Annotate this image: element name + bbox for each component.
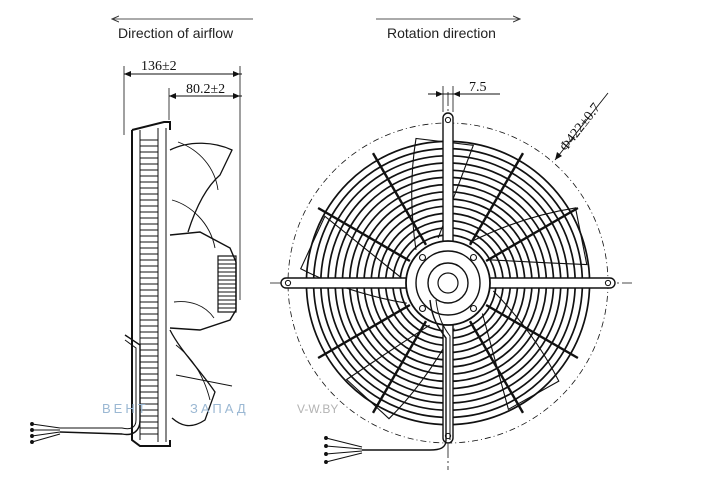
blade-side-lower: [169, 329, 216, 427]
blade-edge: [177, 141, 219, 191]
hub-outer: [405, 240, 491, 326]
guard-spoke: [317, 303, 411, 360]
dim-arrowhead: [436, 91, 443, 97]
hub-bolts: [418, 253, 478, 313]
dim-arrowhead: [555, 152, 562, 160]
blade-edge: [175, 374, 233, 387]
hub-bolt: [418, 253, 427, 262]
cable-wires-side: [30, 422, 61, 444]
watermark: ВЕНТ ЗАПАД V-W.BY: [102, 401, 338, 416]
guard-spoke: [468, 152, 525, 246]
blade-edge: [175, 344, 211, 401]
dim-depth-total: 136±2: [141, 59, 177, 74]
rotation-label: Rotation direction: [387, 25, 496, 41]
blade-edge: [171, 199, 216, 249]
blade-outline: [299, 215, 407, 304]
hub-bolt: [418, 304, 427, 313]
hub-ring: [415, 250, 481, 316]
guard-wire-hatching: [140, 139, 158, 435]
blade-outline: [411, 137, 475, 250]
guard-spoke: [485, 206, 579, 263]
guard-top-bracket: [131, 121, 171, 131]
blade-edge: [173, 301, 215, 319]
dim-arrowhead: [453, 91, 460, 97]
cable-side: [59, 334, 141, 436]
dim-arrowhead: [169, 93, 176, 99]
cable-wires-front: [324, 436, 363, 464]
watermark-brand-a: ВЕНТ: [102, 401, 149, 416]
guard-spoke: [371, 320, 428, 414]
blade-side-upper: [169, 142, 233, 233]
hub-center: [437, 272, 459, 294]
watermark-domain: V-W.BY: [297, 402, 338, 416]
guard-spoke: [485, 303, 579, 360]
blade-outline: [469, 207, 588, 266]
motor-housing: [169, 231, 237, 331]
cable-front-inner: [435, 299, 451, 440]
cable-front: [362, 299, 447, 451]
cable-side-inner: [60, 339, 137, 430]
mounting-hole: [604, 279, 612, 287]
dim-arrowhead: [233, 71, 240, 77]
airflow-indicator: Direction of airflow: [112, 19, 253, 41]
dim-depth-partial: 80.2±2: [186, 82, 225, 97]
rotation-indicator: Rotation direction: [376, 19, 520, 41]
guard-spokes: [317, 152, 579, 414]
guard-spoke: [317, 206, 411, 263]
dim-arrowhead: [124, 71, 131, 77]
motor-fin-lines: [218, 259, 236, 309]
diameter-leader: [554, 92, 609, 161]
guard-spoke: [371, 152, 428, 246]
guard-spoke: [468, 320, 525, 414]
hub-bolt: [469, 253, 478, 262]
guard-frame: [131, 130, 171, 447]
dim-diameter: Φ422±0.7: [557, 101, 604, 155]
side-view: 136±2 80.2±2: [30, 59, 242, 447]
hub-bolt: [469, 304, 478, 313]
mounting-hole: [444, 116, 452, 124]
dim-arrowhead: [233, 93, 240, 99]
hub-inner: [427, 262, 469, 304]
airflow-label: Direction of airflow: [118, 25, 234, 41]
mounting-hole: [284, 279, 292, 287]
watermark-brand-b: ЗАПАД: [190, 401, 249, 416]
blade-outline: [345, 324, 455, 420]
dim-offset: 7.5: [469, 80, 487, 95]
